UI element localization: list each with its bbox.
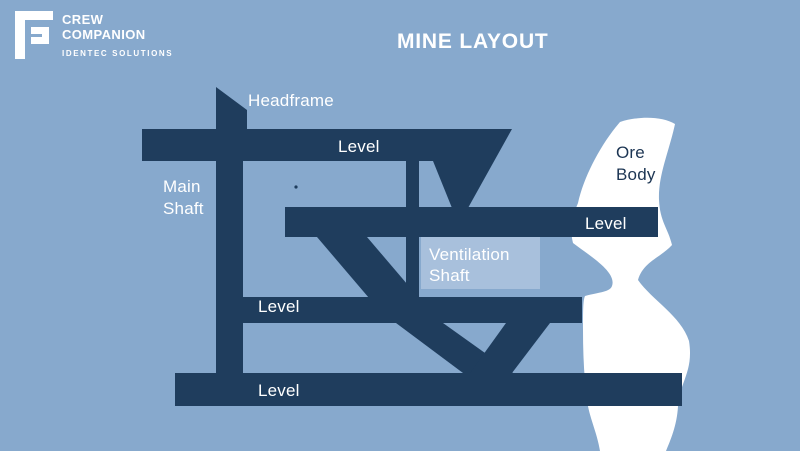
ore-body-label-line2: Body [616, 165, 656, 184]
level-1-label: Level [338, 137, 380, 156]
level-1-tunnel [142, 129, 512, 208]
ore-body-shape [571, 117, 690, 451]
logo-brand-line2: COMPANION [62, 27, 146, 42]
crew-companion-logo: CREW COMPANION IDENTEC SOLUTIONS [12, 6, 232, 68]
main-shaft-label-line1: Main [163, 177, 201, 196]
level-3-label: Level [258, 297, 300, 316]
ore-body-label: Ore Body [616, 142, 656, 186]
level-4-tunnel [175, 373, 682, 406]
decline-level2-level3 [317, 237, 419, 298]
level-2-tunnel [285, 207, 658, 237]
main-shaft-label: Main Shaft [163, 176, 204, 220]
logo-brand-line1: CREW [62, 12, 104, 27]
ventilation-shaft-shape [406, 161, 419, 323]
ventilation-label-box [421, 237, 540, 289]
logo-subtitle: IDENTEC SOLUTIONS [62, 49, 174, 58]
decline-level3-level4-right [470, 323, 550, 373]
ventilation-shaft-label-line1: Ventilation [429, 245, 510, 264]
level-2-label: Level [585, 214, 627, 233]
page-title: MINE LAYOUT [397, 30, 549, 53]
level-3-tunnel [237, 297, 582, 323]
crew-companion-mark-icon [15, 11, 53, 59]
level-4-label: Level [258, 381, 300, 400]
main-shaft-label-line2: Shaft [163, 199, 204, 218]
ventilation-shaft-label: Ventilation Shaft [429, 244, 510, 286]
speck-dot [294, 185, 298, 189]
headframe-label: Headframe [248, 91, 334, 110]
ore-body-label-line1: Ore [616, 143, 645, 162]
ventilation-shaft-label-line2: Shaft [429, 266, 470, 285]
